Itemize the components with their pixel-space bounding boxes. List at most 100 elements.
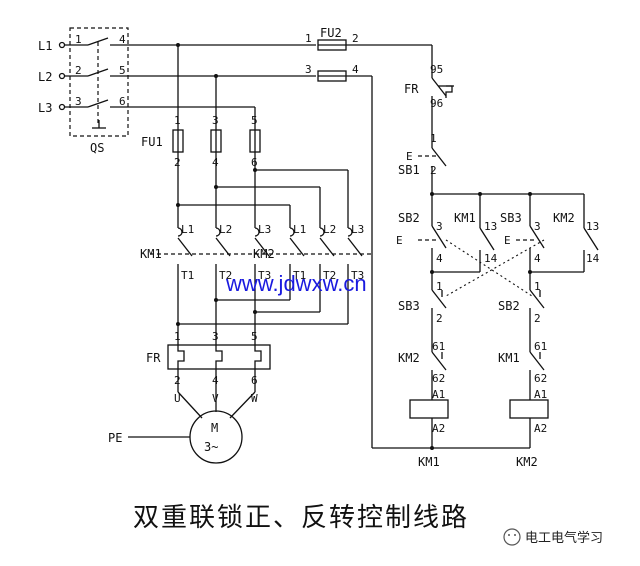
label-l1: L1 (38, 39, 52, 53)
qs-term-5: 5 (119, 64, 126, 77)
fu2-term-4: 4 (352, 63, 359, 76)
sb2-e: E (396, 234, 403, 247)
sb1-term-1: 1 (430, 132, 437, 145)
fu1-bot-6: 6 (251, 156, 258, 169)
fr-top-1: 1 (174, 330, 181, 343)
fr-thermal-relay: 1 3 5 FR 2 4 6 (146, 330, 271, 387)
km1-l3: L3 (258, 223, 271, 236)
qs-term-1: 1 (75, 33, 82, 46)
coil2-a1: A1 (534, 388, 547, 401)
km2-hold-label: KM2 (553, 211, 575, 225)
fu2-term-1: 1 (305, 32, 312, 45)
main-contactors: L1 L2 L3 L1 L2 L3 KM1 KM2 T1 T2 T3 T1 T2… (140, 223, 372, 330)
coil2-a2: A2 (534, 422, 547, 435)
coil1-a2: A2 (432, 422, 445, 435)
control-circuit: 95 FR 96 1 E SB1 2 SB2 3 E 4 KM1 13 (371, 45, 600, 469)
sb3-term-4: 4 (534, 252, 541, 265)
km2-l2: L2 (323, 223, 336, 236)
km1-nc-61: 61 (534, 340, 547, 353)
sb1-label: SB1 (398, 163, 420, 177)
km1-hold-14: 14 (484, 252, 498, 265)
fu2-fuses: FU2 1 2 3 4 (305, 26, 432, 82)
km2-nc-61: 61 (432, 340, 445, 353)
sb3-nc-label: SB3 (398, 299, 420, 313)
fr-top-3: 3 (212, 330, 219, 343)
fu1-top-5: 5 (251, 114, 258, 127)
supply-inputs: L1 L2 L3 (38, 39, 88, 115)
sb2-nc-term-2: 2 (534, 312, 541, 325)
km2-feed-wires (176, 168, 349, 228)
fu2-term-2: 2 (352, 32, 359, 45)
km1-nc-label: KM1 (498, 351, 520, 365)
sb2-nc-label: SB2 (498, 299, 520, 313)
motor-phase: 3~ (204, 440, 218, 454)
label-l3: L3 (38, 101, 52, 115)
km2-l3: L3 (351, 223, 364, 236)
km2-l1: L1 (293, 223, 306, 236)
fu1-fuses: FU1 1 3 5 2 4 6 (141, 114, 261, 228)
km2-t3: T3 (351, 269, 364, 282)
motor-u: U (174, 392, 181, 405)
brand-badge: 电工电气学习 (503, 528, 603, 546)
diagram-title: 双重联锁正、反转控制线路 (133, 503, 469, 533)
km2-t1: T1 (293, 269, 306, 282)
qs-label: QS (90, 141, 104, 155)
coil1-label: KM1 (418, 455, 440, 469)
pe-label: PE (108, 431, 122, 445)
km2-nc-62: 62 (432, 372, 445, 385)
fr-bot-2: 2 (174, 374, 181, 387)
km1-l2: L2 (219, 223, 232, 236)
main-buses (130, 43, 316, 130)
sb1-e: E (406, 150, 413, 163)
sb3-label: SB3 (500, 211, 522, 225)
qs-switch: 1 2 3 4 5 6 QS (69, 27, 130, 155)
km1-t2: T2 (219, 269, 232, 282)
km1-hold-13: 13 (484, 220, 497, 233)
km1-hold-label: KM1 (454, 211, 476, 225)
brand-text: 电工电气学习 (525, 530, 603, 546)
sb3-e: E (504, 234, 511, 247)
fu2-term-3: 3 (305, 63, 312, 76)
km1-l1: L1 (181, 223, 194, 236)
fu1-label: FU1 (141, 135, 163, 149)
fr-contact-95: 95 (430, 63, 443, 76)
sb2-nc-term-1: 1 (534, 280, 541, 293)
coil1-a1: A1 (432, 388, 445, 401)
qs-term-3: 3 (75, 95, 82, 108)
km1-nc-62: 62 (534, 372, 547, 385)
km1-t3: T3 (258, 269, 271, 282)
fr-contact-label: FR (404, 82, 419, 96)
sb3-term-3: 3 (534, 220, 541, 233)
motor-letter: M (211, 421, 218, 435)
sb2-label: SB2 (398, 211, 420, 225)
label-l2: L2 (38, 70, 52, 84)
fu1-top-1: 1 (174, 114, 181, 127)
km1-t1: T1 (181, 269, 194, 282)
fr-top-5: 5 (251, 330, 258, 343)
km2-main-label: KM2 (253, 247, 275, 261)
fr-main-label: FR (146, 351, 161, 365)
km2-hold-13: 13 (586, 220, 599, 233)
motor: U V W M 3~ PE (108, 369, 258, 464)
sb2-term-4: 4 (436, 252, 443, 265)
coil2-label: KM2 (516, 455, 538, 469)
sb1-term-2: 2 (430, 164, 437, 177)
watermark-text: www.jdwxw.cn (225, 271, 367, 296)
fr-contact-96: 96 (430, 97, 443, 110)
qs-term-4: 4 (119, 33, 126, 46)
km1-main-label: KM1 (140, 247, 162, 261)
km2-nc-label: KM2 (398, 351, 420, 365)
fu1-top-3: 3 (212, 114, 219, 127)
km2-hold-14: 14 (586, 252, 600, 265)
fu1-bot-2: 2 (174, 156, 181, 169)
qs-term-6: 6 (119, 95, 126, 108)
qs-term-2: 2 (75, 64, 82, 77)
wechat-icon (503, 528, 521, 546)
fu2-label: FU2 (320, 26, 342, 40)
sb2-term-3: 3 (436, 220, 443, 233)
km2-t2: T2 (323, 269, 336, 282)
sb3-nc-term-1: 1 (436, 280, 443, 293)
sb3-nc-term-2: 2 (436, 312, 443, 325)
